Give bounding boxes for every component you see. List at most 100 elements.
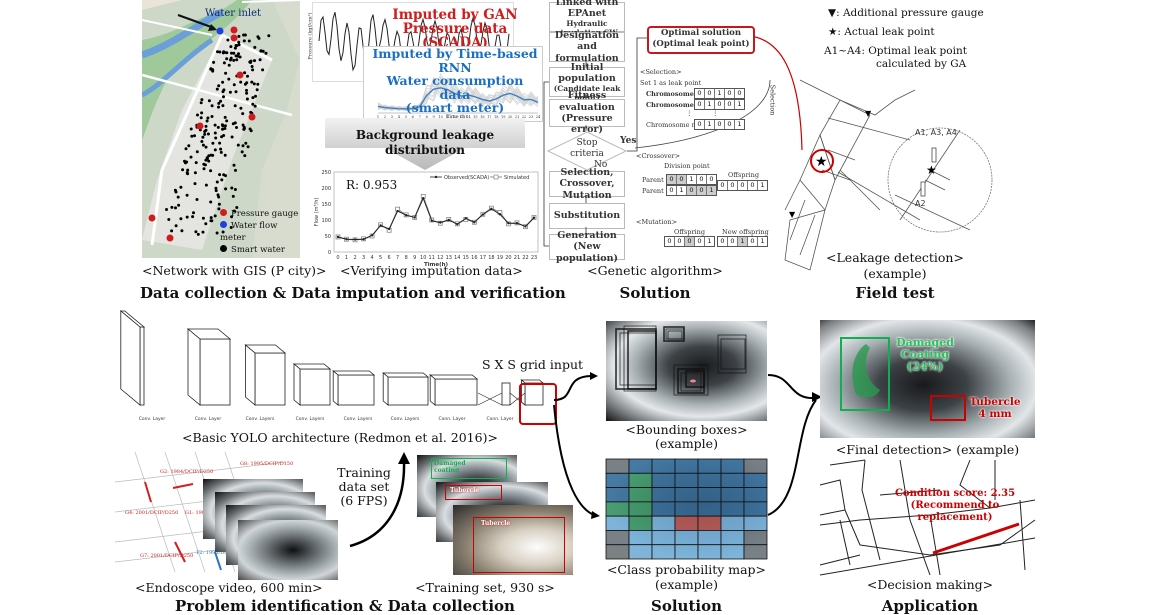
smart-meter-dot <box>202 167 206 171</box>
damaged-coating-mask <box>852 344 880 398</box>
smart-meter-dot <box>204 158 208 162</box>
grid-cell <box>628 501 653 517</box>
smart-meter-dot <box>204 222 208 226</box>
smart-meter-dot <box>249 110 253 114</box>
grid-cell <box>743 530 768 546</box>
bit-cell: 0 <box>718 181 728 190</box>
flow-step-initial-population: Initial population(Candidate leak point) <box>549 62 625 102</box>
smart-meter-dot <box>191 215 195 219</box>
x-tick-label: 9 <box>413 255 416 261</box>
leakage-caption-1: <Leakage detection> <box>826 250 964 265</box>
smart-meter-dot <box>205 156 209 160</box>
smart-meter-dot <box>174 206 177 210</box>
r-annotation: R: 0.953 <box>346 178 397 192</box>
ga-caption: <Genetic algorithm> <box>587 263 723 278</box>
grid-cell <box>743 544 768 560</box>
layer-type-label: Conv. Layer <box>195 416 222 422</box>
smart-meter-dot <box>224 187 228 191</box>
selection-side-label: Selection <box>768 84 777 116</box>
smart-meter-dot <box>253 45 257 49</box>
legend-simulated-marker <box>493 174 499 180</box>
bit-cell: 0 <box>675 237 685 246</box>
field-test-legend: ▼: Additional pressure gauge ★: Actual l… <box>824 4 984 74</box>
smart-meter-dot <box>190 134 194 138</box>
x-tick-label: 7 <box>396 255 399 261</box>
x-tick-label: 6 <box>388 255 391 261</box>
water-inlet-label: Water inlet <box>205 8 262 19</box>
grid-cell <box>743 501 768 517</box>
section-title-field-test: Field test <box>855 284 935 302</box>
smart-meter-dot <box>204 145 208 149</box>
yolo-caption: <Basic YOLO architecture (Redmon et al. … <box>182 430 498 445</box>
observed-point <box>490 207 493 210</box>
tubercle-text: Tubercle 4 mm <box>969 396 1021 420</box>
layer-type-label: Conv. Layers <box>391 416 420 422</box>
ensemble-series-line <box>377 77 539 111</box>
layer-type-label: Conn. Layer <box>438 416 465 422</box>
x-tick-label: 1 <box>345 255 348 261</box>
bit-cell: 0 <box>715 100 725 109</box>
smart-meter-dot <box>236 143 240 147</box>
mutation-label: <Mutation> <box>636 218 678 226</box>
bit-cell: 0 <box>718 237 728 246</box>
smart-meter-dot <box>251 96 255 100</box>
bounding-boxes-image <box>606 321 767 421</box>
x-tick-label: 14 <box>466 115 471 119</box>
smart-meter-dot <box>183 159 186 163</box>
x-tick-label: 6 <box>412 115 414 119</box>
smart-meter-dot <box>203 163 207 167</box>
bit-cell: 0 <box>705 89 715 98</box>
block-top <box>382 372 430 378</box>
bit-cell: 1 <box>737 100 742 108</box>
smart-meter-dot <box>199 116 203 120</box>
candidate-bounding-box <box>717 334 747 374</box>
training-data-label: Training data set (6 FPS) <box>337 465 391 508</box>
smart-meter-dot <box>241 112 245 116</box>
gis-caption: <Network with GIS (P city)> <box>142 263 327 278</box>
observed-point <box>532 216 536 219</box>
smart-meter-dot <box>242 39 246 43</box>
grid-cell <box>651 501 676 517</box>
candidate-bounding-box <box>627 330 657 390</box>
smart-meter-dot <box>234 168 237 172</box>
grid-cell <box>720 487 745 503</box>
section-title-problem: Problem identification & Data collection <box>175 597 515 615</box>
bit-cell: 0 <box>697 175 707 184</box>
smart-meter-dot <box>251 68 255 72</box>
smart-meter-dot <box>252 82 256 86</box>
observed-point <box>481 213 485 216</box>
bit-cell: 1 <box>705 100 715 109</box>
smart-meter-dot <box>194 161 198 165</box>
smart-meter-dot <box>242 127 246 131</box>
smart-meter-dot <box>246 145 250 149</box>
block-top <box>429 374 479 380</box>
smart-meter-dot <box>185 215 189 219</box>
consumption-xlabel: Time (h) <box>446 114 468 120</box>
flow-step-selection-crossover-mutation: Selection, Crossover,Mutation <box>549 167 625 201</box>
smart-meter-dot <box>240 150 244 154</box>
flow-step-fitness: Fitness evaluation(Pressure error) <box>549 90 625 135</box>
smart-meter-dot <box>224 71 228 75</box>
smart-meter-dot <box>209 200 213 204</box>
block-side <box>332 370 339 406</box>
grid-cell <box>697 530 722 546</box>
damaged-coating-box <box>431 458 507 479</box>
decision-network-map <box>819 459 1036 576</box>
smart-meter-dot <box>237 40 241 44</box>
legend-optimal-leak: A1~A4: Optimal leak point <box>824 45 967 57</box>
yes-label: Yes <box>620 136 637 146</box>
smart-meter-dot <box>243 154 247 158</box>
grid-cell <box>720 458 745 474</box>
smart-meter-dot <box>244 141 248 145</box>
x-tick-label: 3 <box>391 115 393 119</box>
verify-caption: <Verifying imputation data> <box>340 263 523 278</box>
bit-cell: 1 <box>737 120 742 128</box>
smart-meter-dot <box>230 215 234 219</box>
legend-smart-meter: Smart water meter <box>220 244 300 258</box>
smart-meter-dot <box>177 203 181 207</box>
grid-cell <box>697 458 722 474</box>
bit-cell: 0 <box>715 120 725 129</box>
yolo-layer-block <box>332 370 376 406</box>
